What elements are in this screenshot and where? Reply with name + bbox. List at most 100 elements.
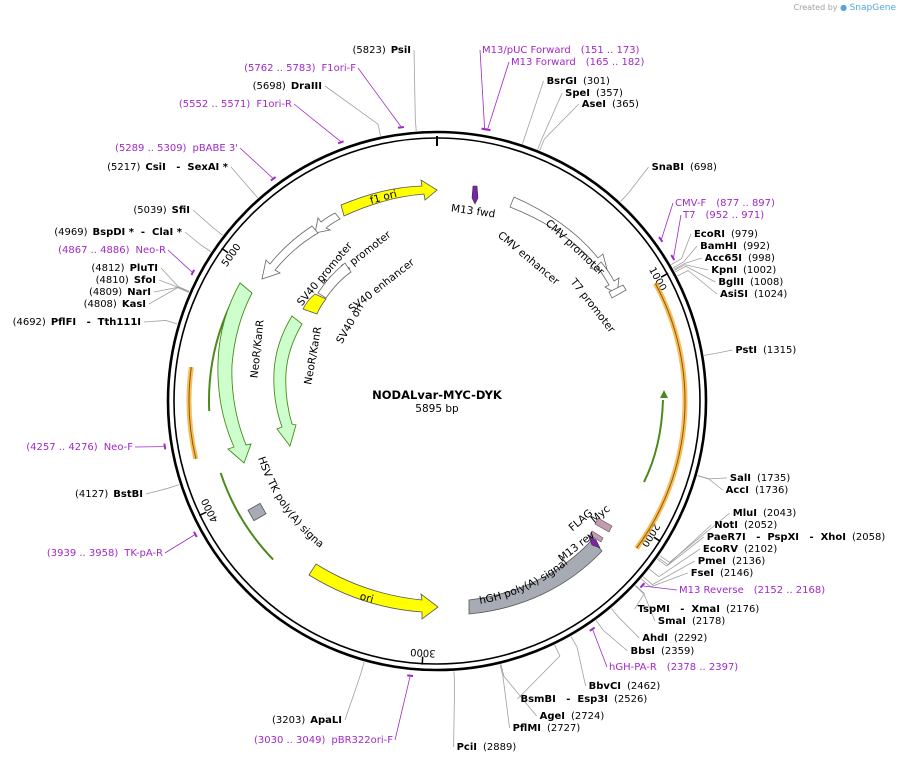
enzyme-leader-line bbox=[659, 512, 731, 563]
enzyme-site[interactable]: ApaLI(3203) bbox=[272, 715, 342, 726]
enzyme-position: (301) bbox=[583, 76, 610, 87]
enzyme-site[interactable]: PciI(2889) bbox=[457, 742, 517, 753]
enzyme-site[interactable]: SmaI(2178) bbox=[658, 616, 725, 627]
primer-binding-mark bbox=[337, 140, 344, 145]
enzyme-site[interactable]: FseI(2146) bbox=[691, 568, 754, 579]
enzyme-site[interactable]: PmeI(2136) bbox=[698, 556, 766, 567]
primer-range: (877 .. 897) bbox=[716, 198, 775, 209]
primer-site[interactable]: pBR322ori-F(3030 .. 3049) bbox=[254, 735, 393, 746]
primer-site[interactable]: hGH-PA-R(2378 .. 2397) bbox=[609, 662, 738, 673]
enzyme-site[interactable]: PluTI(4812) bbox=[91, 263, 158, 274]
primer-leader-line bbox=[487, 61, 510, 129]
primer-binding-mark bbox=[190, 269, 196, 276]
enzyme-position: (998) bbox=[748, 253, 775, 264]
enzyme-site[interactable]: SpeI(357) bbox=[565, 88, 623, 99]
enzyme-site[interactable]: BsrGI(301) bbox=[547, 76, 610, 87]
primer-range: (3939 .. 3958) bbox=[47, 548, 119, 559]
primer-site[interactable]: Neo-F(4257 .. 4276) bbox=[26, 442, 133, 453]
primer-site[interactable]: F1ori-F(5762 .. 5783) bbox=[244, 63, 356, 74]
enzyme-site[interactable]: PflFI - Tth111I(4692) bbox=[13, 317, 141, 328]
enzyme-leader-line bbox=[670, 233, 692, 265]
enzyme-site[interactable]: BbvCI(2462) bbox=[589, 681, 661, 692]
enzyme-site[interactable]: PsiI(5823) bbox=[352, 45, 411, 56]
enzyme-site[interactable]: BglII (1008) bbox=[718, 277, 783, 288]
primer-name: M13 Forward bbox=[511, 57, 576, 68]
enzyme-site[interactable]: BbsI(2359) bbox=[631, 646, 695, 657]
primer-site[interactable]: M13 Reverse(2152 .. 2168) bbox=[679, 585, 825, 596]
enzyme-site[interactable]: PaeR7I - PspXI - XhoI (2058) bbox=[707, 532, 886, 543]
enzyme-site[interactable]: CsiI - SexAI *(5217) bbox=[107, 162, 229, 173]
enzyme-position: (2052) bbox=[744, 520, 777, 531]
primer-site[interactable]: TK-pA-R(3939 .. 3958) bbox=[47, 548, 163, 559]
enzyme-leader-line bbox=[145, 484, 180, 495]
enzyme-name: PaeR7I - PspXI - XhoI bbox=[707, 532, 846, 543]
primer-binding-mark bbox=[658, 236, 664, 243]
enzyme-site[interactable]: EcoRI(979) bbox=[694, 229, 758, 240]
enzyme-site[interactable]: BsmBI - Esp3I (2526) bbox=[520, 694, 647, 705]
neor-outer-feature bbox=[217, 282, 253, 464]
enzyme-site[interactable]: BstBI(4127) bbox=[75, 489, 143, 500]
enzyme-leader-line bbox=[620, 166, 649, 202]
enzyme-leader-line bbox=[344, 661, 365, 721]
enzyme-leader-line bbox=[672, 245, 698, 269]
primer-site[interactable]: CMV-F(877 .. 897) bbox=[675, 198, 775, 209]
enzyme-site[interactable]: PflMI(2727) bbox=[513, 723, 581, 734]
enzyme-leader-line bbox=[610, 608, 640, 639]
myc-feature bbox=[594, 517, 613, 533]
enzyme-position: (357) bbox=[596, 88, 623, 99]
primer-leader-line bbox=[164, 534, 195, 554]
primer-binding-mark bbox=[397, 126, 404, 129]
primer-site[interactable]: M13 Forward(165 .. 182) bbox=[511, 57, 645, 68]
enzyme-site[interactable]: EcoRV(2102) bbox=[703, 544, 777, 555]
enzyme-name: BsmBI - Esp3I bbox=[520, 694, 608, 705]
enzyme-site[interactable]: SnaBI(698) bbox=[652, 162, 717, 173]
enzyme-site[interactable]: NotI(2052) bbox=[714, 520, 777, 531]
primer-leader-line bbox=[661, 202, 674, 239]
enzyme-name: FseI bbox=[691, 568, 714, 579]
enzyme-site[interactable]: SfiI(5039) bbox=[133, 205, 190, 216]
enzyme-name: BstBI bbox=[113, 489, 143, 500]
enzyme-site[interactable]: AseI(365) bbox=[582, 99, 639, 110]
enzyme-site[interactable]: SalI(1735) bbox=[730, 473, 790, 484]
enzyme-position: (1735) bbox=[757, 473, 790, 484]
enzyme-position: (1008) bbox=[750, 277, 783, 288]
enzyme-position: (2102) bbox=[744, 544, 777, 555]
enzyme-site[interactable]: AgeI(2724) bbox=[540, 711, 605, 722]
enzyme-name: PciI bbox=[457, 742, 477, 753]
enzyme-position: (2526) bbox=[614, 694, 647, 705]
primer-name: Neo-F bbox=[104, 442, 134, 453]
enzyme-name: BglII bbox=[718, 277, 744, 288]
enzyme-leader-line bbox=[697, 475, 727, 480]
enzyme-site[interactable]: BamHI(992) bbox=[700, 241, 770, 252]
sv40-ori-feature bbox=[302, 293, 327, 315]
enzyme-site[interactable]: BspDI * - ClaI *(4969) bbox=[54, 227, 183, 238]
enzyme-position: (4692) bbox=[13, 317, 46, 328]
primer-site[interactable]: T7(952 .. 971) bbox=[682, 210, 764, 221]
primer-leader-line bbox=[167, 249, 193, 273]
enzyme-name: AhdI bbox=[642, 633, 668, 644]
enzyme-site[interactable]: KasI(4808) bbox=[84, 299, 146, 310]
primer-site[interactable]: F1ori-R(5552 .. 5571) bbox=[179, 99, 292, 110]
primer-binding-mark bbox=[407, 674, 414, 677]
enzyme-leader-line bbox=[517, 644, 561, 700]
enzyme-site[interactable]: AhdI(2292) bbox=[642, 633, 707, 644]
enzyme-site[interactable]: TspMI - XmaI(2176) bbox=[638, 604, 760, 615]
primer-range: (2152 .. 2168) bbox=[754, 585, 826, 596]
enzyme-site[interactable]: PstI(1315) bbox=[735, 345, 796, 356]
primer-site[interactable]: pBABE 3'(5289 .. 5309) bbox=[115, 143, 238, 154]
primer-site[interactable]: M13/pUC Forward(151 .. 173) bbox=[482, 45, 640, 56]
enzyme-site[interactable]: AsiSI(1024) bbox=[720, 289, 787, 300]
cmv-enhancer-label: CMV enhancer bbox=[495, 229, 562, 288]
enzyme-site[interactable]: MluI(2043) bbox=[733, 508, 797, 519]
enzyme-site[interactable]: AccI(1736) bbox=[726, 485, 789, 496]
enzyme-site[interactable]: SfoI(4810) bbox=[96, 275, 156, 286]
enzyme-leader-line bbox=[413, 49, 417, 131]
enzyme-position: (2058) bbox=[852, 532, 885, 543]
plasmid-length: 5895 bp bbox=[415, 403, 459, 415]
primer-site[interactable]: Neo-R(4867 .. 4886) bbox=[58, 245, 166, 256]
enzyme-site[interactable]: Acc65I(998) bbox=[705, 253, 775, 264]
enzyme-site[interactable]: NarI(4809) bbox=[89, 287, 151, 298]
primer-marks bbox=[134, 49, 682, 741]
enzyme-site[interactable]: KpnI(1002) bbox=[711, 265, 776, 276]
enzyme-site[interactable]: DraIII(5698) bbox=[253, 81, 322, 92]
